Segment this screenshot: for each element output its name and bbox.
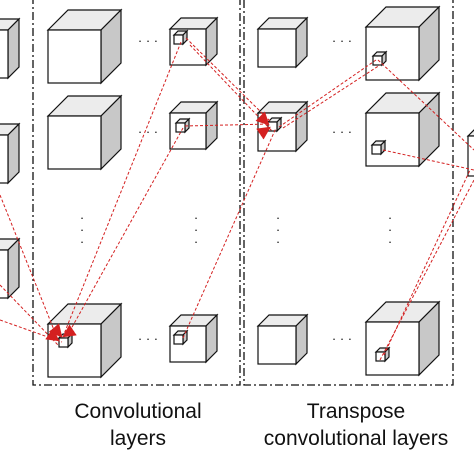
cube-front-face	[371, 144, 382, 155]
connection-line	[379, 179, 474, 361]
connection-arrow	[256, 126, 271, 140]
transpose-group-box	[243, 0, 454, 386]
cube-front-face	[47, 115, 102, 170]
kernel-cube	[371, 50, 388, 67]
horizontal-ellipsis: · · ·	[138, 33, 158, 48]
ellipsis-dot: ·	[388, 222, 392, 237]
cube-front-face	[0, 134, 9, 184]
connection-line	[377, 59, 474, 151]
cube-front-face	[467, 135, 474, 177]
connection-line	[382, 149, 474, 171]
transpose-feature-cube	[256, 313, 309, 366]
horizontal-ellipsis: · · ·	[138, 124, 158, 139]
caption-line: layers	[109, 427, 167, 450]
vertical-ellipsis: ···	[388, 210, 392, 249]
cube-front-face	[267, 121, 278, 132]
connection-arrow	[255, 111, 270, 126]
connection-line	[0, 194, 59, 341]
ellipsis-dot: ·	[388, 234, 392, 249]
vertical-ellipsis: ···	[194, 210, 198, 249]
convolutional-group-box	[32, 0, 241, 386]
cube-front-face	[0, 29, 9, 79]
connection-line	[182, 127, 277, 339]
horizontal-ellipsis: · · ·	[138, 331, 158, 346]
kernel-cube	[266, 116, 283, 133]
ellipsis-dot: ·	[276, 222, 280, 237]
transpose-output-cube	[364, 5, 441, 82]
ellipsis-dot: ·	[388, 210, 392, 225]
cube-side-face	[7, 122, 20, 185]
cube-front-face	[173, 34, 184, 45]
connection-line	[282, 64, 381, 129]
cube-front-face	[375, 351, 386, 362]
network-diagram: · · ·· · ·· · ·· · ·· · ·· · ···········…	[0, 0, 474, 386]
output-feature-cube	[466, 129, 474, 177]
cube-front-face	[372, 55, 383, 66]
connection-line	[0, 284, 59, 346]
kernel-cube	[374, 346, 391, 363]
ellipsis-dot: ·	[194, 234, 198, 249]
vertical-ellipsis: ···	[80, 210, 84, 249]
transpose-output-cube	[364, 91, 441, 168]
kernel-cube	[174, 117, 191, 134]
connection-arrow	[48, 323, 63, 338]
cube-front-face	[0, 249, 9, 299]
input-feature-cube	[0, 122, 21, 185]
cube-front-face	[175, 122, 186, 133]
ellipsis-dot: ·	[276, 210, 280, 225]
input-feature-cube	[0, 237, 21, 300]
connection-line	[65, 127, 184, 339]
vertical-ellipsis: ···	[276, 210, 280, 249]
cube-side-face	[7, 17, 20, 80]
kernel-cube	[172, 29, 189, 46]
connection-arrow	[62, 324, 77, 338]
horizontal-ellipsis: · · ·	[332, 33, 352, 48]
cube-front-face	[173, 334, 184, 345]
conv-output-cube	[168, 313, 219, 364]
connection-line	[63, 41, 182, 335]
transpose-feature-cube	[256, 100, 309, 153]
cube-front-face	[47, 29, 102, 84]
cube-top-face	[466, 129, 474, 137]
connection-line	[0, 319, 63, 343]
conv-feature-cube	[46, 302, 123, 379]
cube-front-face	[58, 337, 69, 348]
horizontal-ellipsis: · · ·	[332, 331, 352, 346]
ellipsis-dot: ·	[80, 210, 84, 225]
cube-front-face	[365, 321, 420, 376]
connection-line	[383, 169, 471, 356]
transpose-output-cube	[364, 300, 441, 377]
conv-feature-cube	[46, 94, 123, 171]
caption-line: convolutional layers	[263, 427, 449, 450]
horizontal-ellipsis: · · ·	[332, 124, 352, 139]
ellipsis-dot: ·	[276, 234, 280, 249]
cube-front-face	[365, 26, 420, 81]
ellipsis-dot: ·	[194, 210, 198, 225]
kernel-cube	[370, 139, 387, 156]
ellipsis-dot: ·	[80, 222, 84, 237]
cube-front-face	[257, 325, 297, 365]
cube-front-face	[47, 323, 102, 378]
input-feature-cube	[0, 17, 21, 80]
cube-front-face	[365, 112, 420, 167]
ellipsis-dot: ·	[80, 234, 84, 249]
transpose-layers-caption: Transpose convolutional layers	[238, 398, 474, 452]
transpose-feature-cube	[256, 16, 309, 69]
cube-side-face	[7, 237, 20, 300]
convolutional-layers-caption: Convolutional layers	[40, 398, 236, 452]
connection-line	[278, 59, 377, 128]
ellipsis-dot: ·	[194, 222, 198, 237]
cube-front-face	[257, 28, 297, 68]
conv-feature-cube	[46, 8, 123, 85]
caption-line: Transpose	[306, 400, 406, 423]
caption-line: Convolutional	[74, 400, 202, 423]
